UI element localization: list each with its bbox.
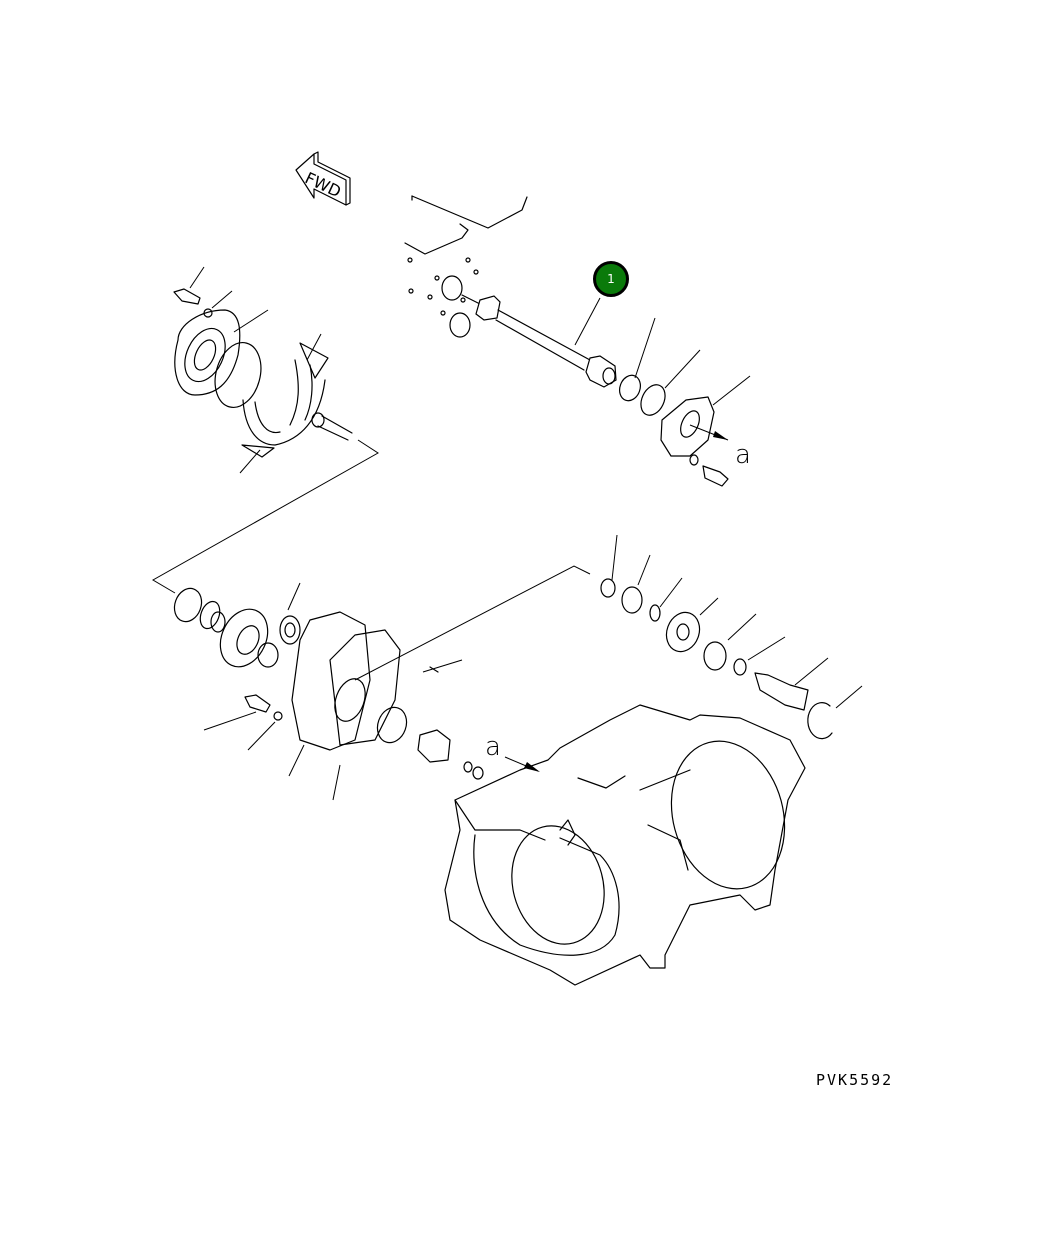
connecting-lines (152, 439, 591, 681)
housing-top-fragment (404, 195, 528, 338)
transmission-case (444, 704, 806, 986)
flange-assembly (619, 374, 729, 487)
drawing-id: PVK5592 (816, 1071, 894, 1089)
lower-left-assembly (173, 582, 484, 801)
fwd-arrow-icon: FWD (295, 151, 351, 206)
left-upper-assembly (173, 266, 353, 474)
view-reference-label-a-lower: a (485, 732, 501, 762)
view-reference-a-lower (504, 756, 540, 772)
view-reference-label-a-upper: a (735, 440, 751, 470)
leader-lines-upper (574, 297, 751, 406)
tube-part-1 (461, 294, 617, 388)
lower-right-parts (600, 534, 863, 740)
callout-part-1[interactable]: 1 (593, 261, 629, 297)
svg-text:FWD: FWD (302, 168, 344, 201)
